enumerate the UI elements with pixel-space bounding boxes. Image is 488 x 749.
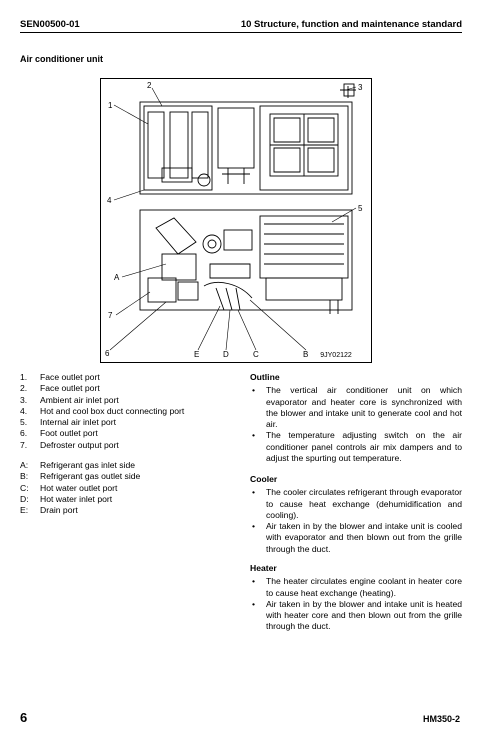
parts-list: 1.Face outlet port 2.Face outlet port 3.… (20, 372, 184, 451)
list-item: 7.Defroster output port (20, 439, 119, 450)
doc-code: SEN00500-01 (20, 19, 80, 30)
upper-unit-drawing (139, 83, 356, 195)
cooler-heading: Cooler (250, 474, 278, 484)
cooler-bullet: The cooler circulates refrigerant throug… (250, 487, 462, 521)
page-title: Air conditioner unit (20, 54, 103, 64)
list-item: B:Refrigerant gas outlet side (20, 471, 141, 482)
page-number: 6 (20, 710, 28, 725)
heater-bullet: Air taken in by the blower and intake un… (250, 599, 462, 633)
outline-section: Outline The vertical air conditioner uni… (250, 372, 462, 464)
list-item: 5.Internal air inlet port (20, 417, 116, 428)
model-code: HM350-2 (422, 714, 460, 724)
callout-c: C (253, 350, 259, 359)
callout-a: A (114, 273, 120, 282)
callout-1: 1 (108, 101, 113, 110)
list-item: A:Refrigerant gas inlet side (20, 460, 136, 470)
heater-section: Heater The heater circulates engine cool… (250, 563, 462, 633)
outline-heading: Outline (250, 372, 280, 382)
callout-e: E (194, 350, 199, 359)
lower-unit-drawing (139, 209, 353, 314)
callout-b: B (303, 350, 308, 359)
heater-heading: Heater (250, 563, 277, 573)
callout-3: 3 (358, 83, 363, 92)
outline-bullet: The vertical air conditioner unit on whi… (250, 385, 462, 430)
callout-5: 5 (358, 204, 363, 213)
heater-bullet: The heater circulates engine coolant in … (250, 576, 462, 599)
header-divider (20, 32, 462, 33)
callout-6: 6 (105, 349, 110, 358)
ports-list: A:Refrigerant gas inlet side B:Refrigera… (20, 460, 140, 516)
list-item: E:Drain port (20, 505, 78, 516)
callout-4: 4 (107, 196, 112, 205)
section-header-title: 10 Structure, function and maintenance s… (240, 19, 462, 30)
list-item: 6.Foot outlet port (20, 428, 98, 439)
list-item: 2.Face outlet port (20, 383, 100, 394)
list-item: 3.Ambient air inlet port (20, 394, 119, 405)
list-item: D:Hot water inlet port (20, 493, 113, 504)
cooler-section: Cooler The cooler circulates refrigerant… (250, 474, 462, 555)
outline-bullet: The temperature adjusting switch on the … (250, 430, 462, 464)
callout-leaders (109, 86, 357, 351)
figure-code: 9JY02122 (320, 352, 352, 359)
callout-2: 2 (147, 81, 152, 90)
list-item: 1.Face outlet port (20, 372, 100, 382)
callout-d: D (223, 350, 229, 359)
callout-7: 7 (108, 311, 113, 320)
cooler-bullet: Air taken in by the blower and intake un… (250, 521, 462, 555)
list-item: C:Hot water outlet port (20, 482, 118, 493)
air-conditioner-diagram: 1 2 3 4 5 6 7 A B C D E 9JY02122 (100, 78, 372, 363)
list-item: 4.Hot and cool box duct connecting port (20, 405, 185, 416)
